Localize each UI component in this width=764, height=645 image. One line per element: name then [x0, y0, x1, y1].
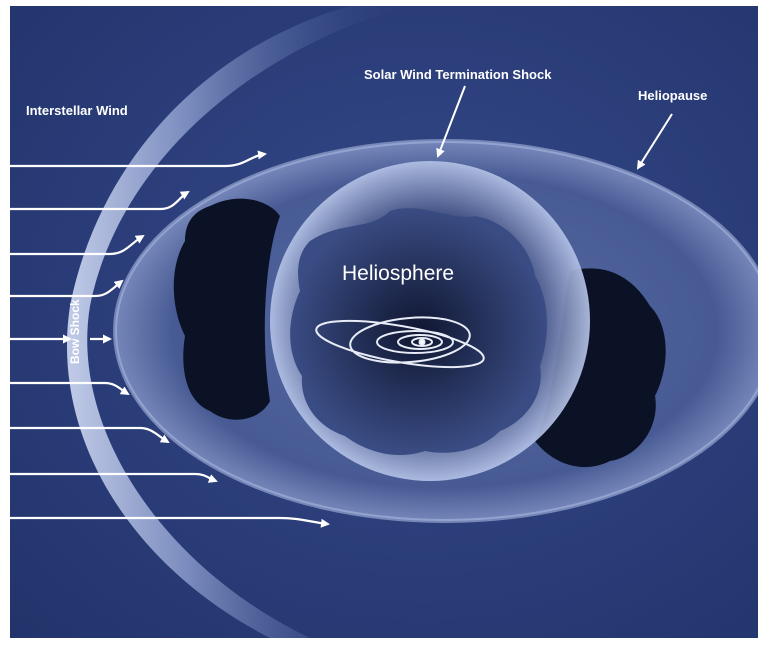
termination-shock-label: Solar Wind Termination Shock	[364, 67, 552, 82]
left-cavity	[173, 198, 280, 420]
termination-shock-pointer	[436, 85, 466, 158]
wind-arrow	[10, 150, 267, 168]
heliosphere-label: Heliosphere	[342, 262, 455, 285]
wind-arrow	[10, 516, 330, 528]
solar-system-orbits	[315, 316, 485, 369]
wind-arrow	[10, 279, 124, 298]
heliosphere-diagram	[10, 6, 758, 638]
wind-arrow	[10, 190, 190, 211]
bow-shock-shell	[66, 6, 410, 638]
heliopause-rim	[113, 139, 758, 523]
bow-shock-label: Bow Shock	[68, 299, 82, 364]
heliopause-label: Heliopause	[638, 88, 708, 103]
wind-arrow	[10, 472, 218, 483]
interstellar-wind-arrows	[10, 150, 330, 528]
wind-arrow	[10, 426, 170, 444]
wind-arrow	[10, 234, 145, 256]
heliopause-pointer	[636, 113, 673, 170]
interstellar-wind-label: Interstellar Wind	[26, 103, 128, 118]
wind-arrow	[10, 381, 130, 396]
